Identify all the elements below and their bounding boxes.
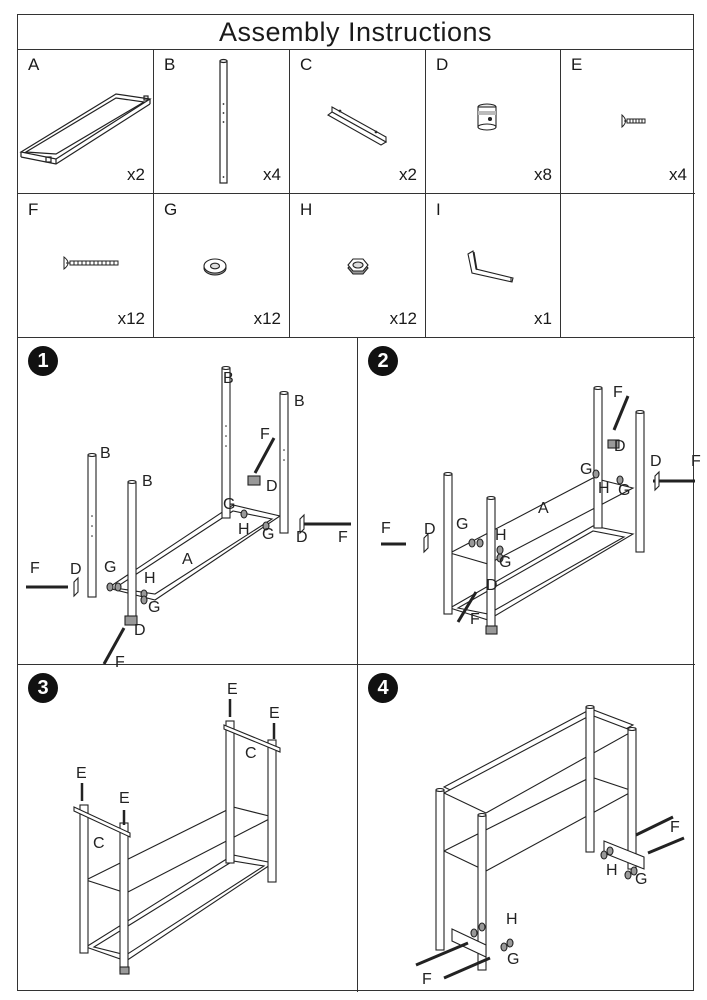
shelf-frame-icon (19, 93, 152, 165)
part-cell-c: C x2 (290, 49, 426, 194)
part-qty: x12 (253, 309, 281, 328)
allen-key-icon (467, 250, 514, 283)
washer-icon (203, 258, 227, 276)
label-h: H (598, 480, 610, 497)
label-g: G (223, 496, 236, 513)
long-bolt-icon (63, 255, 119, 271)
label-d: D (614, 438, 626, 455)
label-d: D (296, 529, 308, 546)
label-c: C (245, 745, 257, 762)
step-3-diagram (73, 699, 281, 975)
label-b: B (100, 445, 111, 462)
label-e: E (227, 681, 238, 698)
label-b: B (142, 473, 153, 490)
label-f: F (422, 971, 432, 988)
part-letter: F (28, 200, 39, 219)
label-f: F (613, 384, 623, 401)
label-d: D (134, 622, 146, 639)
label-b: B (223, 370, 234, 387)
label-h: H (238, 521, 250, 538)
part-letter: A (28, 55, 40, 74)
label-f: F (260, 426, 270, 443)
part-cell-e: E x4 (561, 49, 695, 194)
part-qty: x4 (263, 165, 281, 184)
part-cell-h: H x12 (290, 194, 426, 338)
step-2-diagram (381, 385, 695, 635)
part-qty: x4 (669, 165, 687, 184)
part-qty: x1 (534, 309, 552, 328)
label-c: C (93, 835, 105, 852)
label-g: G (104, 559, 117, 576)
label-g: G (148, 599, 161, 616)
part-cell-d: D x8 (426, 49, 561, 194)
step-4-panel: 4 F H G (358, 665, 695, 992)
part-cell-a: A x2 (18, 49, 154, 194)
step-3-panel: 3 E E C E E C (18, 665, 358, 992)
part-qty: x12 (389, 309, 417, 328)
leg-tube-icon (219, 58, 228, 184)
step-number-badge: 3 (28, 673, 58, 703)
label-g: G (456, 516, 469, 533)
part-qty: x2 (127, 165, 145, 184)
part-letter: I (436, 200, 441, 219)
label-b: B (294, 393, 305, 410)
part-cell-empty (561, 194, 695, 338)
part-letter: H (300, 200, 313, 219)
part-cell-g: G x12 (154, 194, 290, 338)
part-cell-b: B x4 (154, 49, 290, 194)
label-d: D (486, 577, 498, 594)
step-number-badge: 4 (368, 673, 398, 703)
part-qty: x2 (399, 165, 417, 184)
part-cell-i: I x1 (426, 194, 561, 338)
part-cell-f: F x12 (18, 194, 154, 338)
instruction-sheet: Assembly Instructions A x2 B x4 C (17, 14, 701, 992)
step-1-panel: 1 (18, 338, 358, 671)
label-a: A (182, 551, 193, 568)
label-h: H (506, 911, 518, 928)
label-f: F (670, 819, 680, 836)
label-d: D (266, 478, 278, 495)
part-letter: B (164, 55, 176, 74)
label-h: H (144, 570, 156, 587)
part-letter: D (436, 55, 449, 74)
connector-sleeve-icon (477, 103, 497, 131)
part-qty: x12 (117, 309, 145, 328)
label-f: F (691, 453, 701, 470)
step-number-badge: 2 (368, 346, 398, 376)
label-g: G (635, 871, 648, 888)
part-letter: C (300, 55, 313, 74)
label-g: G (499, 554, 512, 571)
label-d: D (424, 521, 436, 538)
label-d: D (650, 453, 662, 470)
label-e: E (269, 705, 280, 722)
step-1-diagram (26, 365, 351, 665)
angle-bracket-icon (326, 106, 388, 146)
label-g: G (618, 482, 631, 499)
label-f: F (30, 560, 40, 577)
part-qty: x8 (534, 165, 552, 184)
label-f: F (470, 611, 480, 628)
label-d: D (70, 561, 82, 578)
label-e: E (76, 765, 87, 782)
part-letter: G (164, 200, 178, 219)
label-f: F (338, 529, 348, 546)
label-a: A (538, 500, 549, 517)
label-g: G (507, 951, 520, 968)
label-h: H (606, 862, 618, 879)
label-f: F (381, 520, 391, 537)
label-e: E (119, 790, 130, 807)
step-2-panel: 2 F D (358, 338, 701, 665)
short-screw-icon (621, 113, 646, 129)
step-number-badge: 1 (28, 346, 58, 376)
label-f: F (115, 654, 125, 671)
part-letter: E (571, 55, 583, 74)
label-g: G (262, 526, 275, 543)
label-g: G (580, 461, 593, 478)
step-4-diagram (415, 704, 685, 980)
page-title: Assembly Instructions (18, 15, 693, 50)
label-h: H (495, 527, 507, 544)
hex-nut-icon (347, 258, 369, 275)
